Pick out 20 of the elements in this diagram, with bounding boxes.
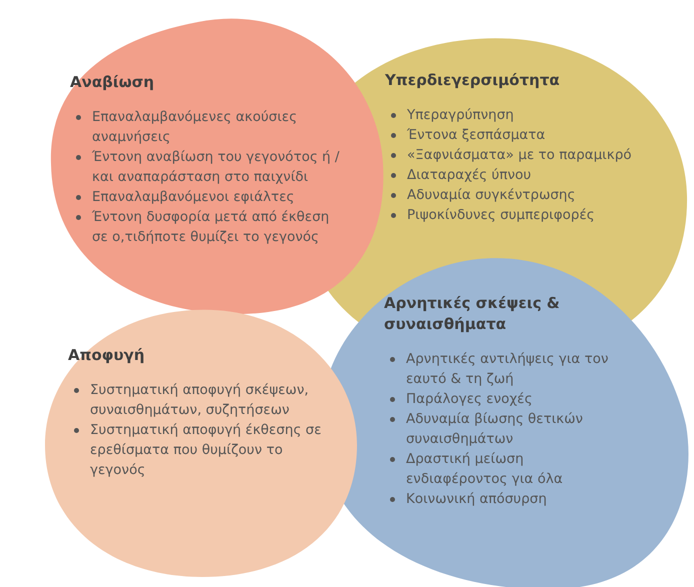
bullet-text: Επαναλαμβανόμενες ακούσιες αναμνήσεις — [92, 109, 297, 145]
bullet-text: Έντονα ξεσπάσματα — [407, 127, 546, 143]
bullet-text: Υπεραγρύπνηση — [407, 107, 514, 123]
heading: Αποφυγή — [68, 345, 146, 366]
bullet-text: Έντονη αναβίωση του γεγονότος ή / και αναπαράσταση στο παιχνίδι — [92, 149, 340, 185]
bullet-text: «Ξαφνιάσματα» με το παραμικρό — [407, 147, 632, 163]
bullet-text: Κοινωνική απόσυρση — [406, 491, 547, 507]
bullet-text: Συστηματική αποφυγή έκθεσης σε ερεθίσματα που θυμίζουν το γεγονός — [90, 422, 322, 478]
bullet-text: Παράλογες ενοχές — [406, 391, 532, 407]
bullet-text: Αδυναμία συγκέντρωσης — [407, 187, 576, 203]
bullet-text: Αρνητικές αντιλήψεις για τον εαυτό & τη ζωή — [406, 351, 608, 387]
bullet-text: Επαναλαμβανόμενοι εφιάλτες — [92, 189, 294, 205]
bullet-text: Αδυναμία βίωσης θετικών συναισθημάτων — [406, 411, 583, 447]
heading: Αρνητικές σκέψεις & συναισθήματα — [384, 293, 561, 335]
bullet-text: Δραστική μείωση ενδιαφέροντος για όλα — [406, 451, 563, 487]
heading: Υπερδιεγερσιμότητα — [385, 70, 561, 91]
bullet-text: Ριψοκίνδυνες συμπεριφορές — [407, 207, 595, 223]
bullet-text: Διαταραχές ύπνου — [407, 167, 532, 183]
bullet-text: Έντονη δυσφορία μετά από έκθεση σε ο,τιδήποτε θυμίζει το γεγονός — [92, 209, 330, 245]
bullet-text: Συστηματική αποφυγή σκέψεων, συναισθημάτων, συζητήσεων — [90, 382, 309, 418]
